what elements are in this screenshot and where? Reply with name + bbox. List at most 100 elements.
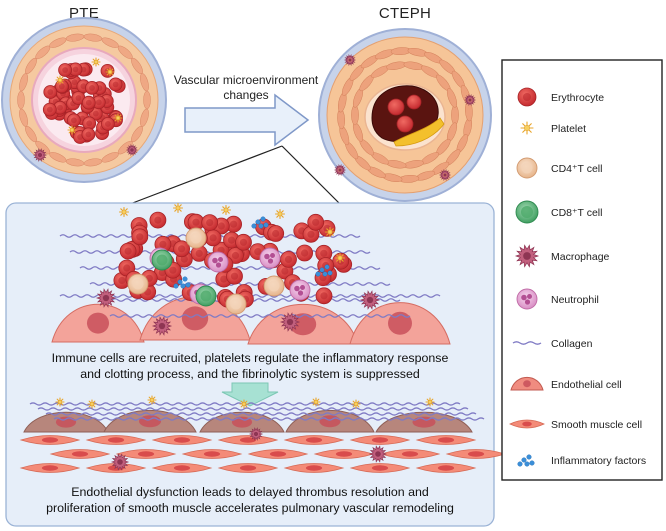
macrophage-icon xyxy=(514,244,540,268)
cd8-t-cell-icon xyxy=(195,285,217,307)
macrophage-icon xyxy=(151,316,173,336)
erythrocyte-icon xyxy=(100,64,115,78)
cteph-vessel xyxy=(318,28,492,202)
inflammatory-factors-icon xyxy=(517,454,535,467)
macrophage-icon xyxy=(438,169,452,181)
platelet-icon xyxy=(118,206,130,218)
erythrocyte-icon xyxy=(81,127,96,142)
erythrocyte-icon xyxy=(85,81,99,95)
erythrocyte-icon xyxy=(315,244,333,262)
bottom-caption-line1: Endothelial dysfunction leads to delayed… xyxy=(71,485,429,499)
platelet-icon xyxy=(520,121,534,135)
endothelial-cell-icon xyxy=(510,376,544,391)
smooth-muscle-cell-icon xyxy=(349,435,411,445)
macrophage-icon xyxy=(359,290,381,310)
neutrophil-icon xyxy=(259,247,281,269)
endothelial-cell-icon xyxy=(247,303,359,345)
erythrocyte-icon xyxy=(315,287,333,305)
platelet-icon xyxy=(334,252,346,264)
pte-vessel xyxy=(1,17,167,183)
smooth-muscle-cell-icon xyxy=(49,449,111,459)
macrophage-icon xyxy=(333,164,347,176)
legend-label-platelet: Platelet xyxy=(551,123,586,135)
macrophage-icon xyxy=(125,144,139,156)
smooth-muscle-cell-icon xyxy=(247,449,309,459)
collagen-icon xyxy=(53,417,485,421)
smooth-muscle-cell-icon xyxy=(379,449,441,459)
smooth-muscle-cell-icon xyxy=(283,435,345,445)
platelet-icon xyxy=(425,397,435,407)
erythrocyte-icon xyxy=(190,244,208,262)
macrophage-icon xyxy=(110,453,130,471)
cd4-t-cell-icon xyxy=(185,227,207,249)
platelet-icon xyxy=(55,397,65,407)
cd4-t-cell-icon xyxy=(516,157,538,179)
neutrophil-icon xyxy=(516,288,538,310)
smooth-muscle-fiber xyxy=(351,104,359,126)
smooth-muscle-fiber xyxy=(451,104,459,126)
smooth-muscle-cell-icon xyxy=(349,463,411,473)
smooth-muscle-cell-icon xyxy=(415,435,477,445)
collagen-icon xyxy=(37,407,469,411)
smooth-muscle-cell-icon xyxy=(151,435,213,445)
legend-label-cd8-t-cell: CD8⁺T cell xyxy=(551,207,602,219)
smooth-muscle-cell-icon xyxy=(509,419,545,429)
erythrocyte-icon xyxy=(332,252,350,270)
platelet-icon xyxy=(274,208,286,220)
neutrophil-icon xyxy=(207,251,229,273)
erythrocyte-icon xyxy=(81,95,96,110)
collagen-icon xyxy=(45,412,477,416)
erythrocyte-icon xyxy=(108,77,123,92)
platelet-icon xyxy=(311,397,321,407)
middle-caption-line1: Immune cells are recruited, platelets re… xyxy=(52,351,449,365)
legend-label-neutrophil: Neutrophil xyxy=(551,294,599,306)
platelet-icon xyxy=(105,67,115,77)
erythrocyte-icon xyxy=(173,240,191,258)
cd8-t-cell-icon xyxy=(515,200,539,224)
cteph-title: CTEPH xyxy=(379,5,431,22)
erythrocyte-icon xyxy=(119,242,137,260)
down-arrow xyxy=(221,382,279,407)
erythrocyte-icon xyxy=(131,228,149,246)
erythrocyte-icon xyxy=(58,63,72,77)
macrophage-icon xyxy=(95,288,117,308)
smooth-muscle-fiber xyxy=(143,90,151,110)
transition-arrow xyxy=(184,93,310,147)
collagen-icon xyxy=(109,314,411,318)
erythrocyte-icon xyxy=(517,87,537,107)
smooth-muscle-cell-icon xyxy=(19,463,81,473)
smooth-muscle-cell-icon xyxy=(415,463,477,473)
smooth-muscle-cell-icon xyxy=(181,449,243,459)
neutrophil-icon xyxy=(289,279,311,301)
erythrocyte-icon xyxy=(42,102,57,117)
smooth-muscle-cell-icon xyxy=(313,449,375,459)
vascular-remodeling-scene xyxy=(19,395,507,473)
macrophage-icon xyxy=(248,427,264,441)
platelet-icon xyxy=(351,399,361,409)
legend-label-collagen: Collagen xyxy=(551,338,593,350)
macrophage-icon xyxy=(368,445,388,463)
legend-label-erythrocyte: Erythrocyte xyxy=(551,92,604,104)
legend-label-cd4-t-cell: CD4⁺T cell xyxy=(551,163,602,175)
erythrocyte-icon xyxy=(226,267,243,285)
platelet-icon xyxy=(113,113,123,123)
inflammatory-factors-icon xyxy=(315,264,333,277)
platelet-icon xyxy=(87,399,97,409)
erythrocyte-icon xyxy=(307,213,325,231)
smooth-muscle-cell-icon xyxy=(283,463,345,473)
erythrocyte-icon xyxy=(201,214,219,232)
smooth-muscle-fiber xyxy=(17,90,25,110)
erythrocyte-icon xyxy=(235,233,252,251)
smooth-muscle-cell-icon xyxy=(115,449,177,459)
legend-label-macrophage: Macrophage xyxy=(551,251,610,263)
macrophage-icon xyxy=(343,54,357,66)
erythrocyte-icon xyxy=(53,100,67,115)
arrow-label-line1: Vascular microenvironment xyxy=(174,73,319,87)
erythrocyte-icon xyxy=(71,91,86,105)
cd4-t-cell-icon xyxy=(225,293,247,315)
platelet-icon xyxy=(91,57,101,67)
platelet-icon xyxy=(324,226,336,238)
zoom-line-left xyxy=(129,145,283,205)
